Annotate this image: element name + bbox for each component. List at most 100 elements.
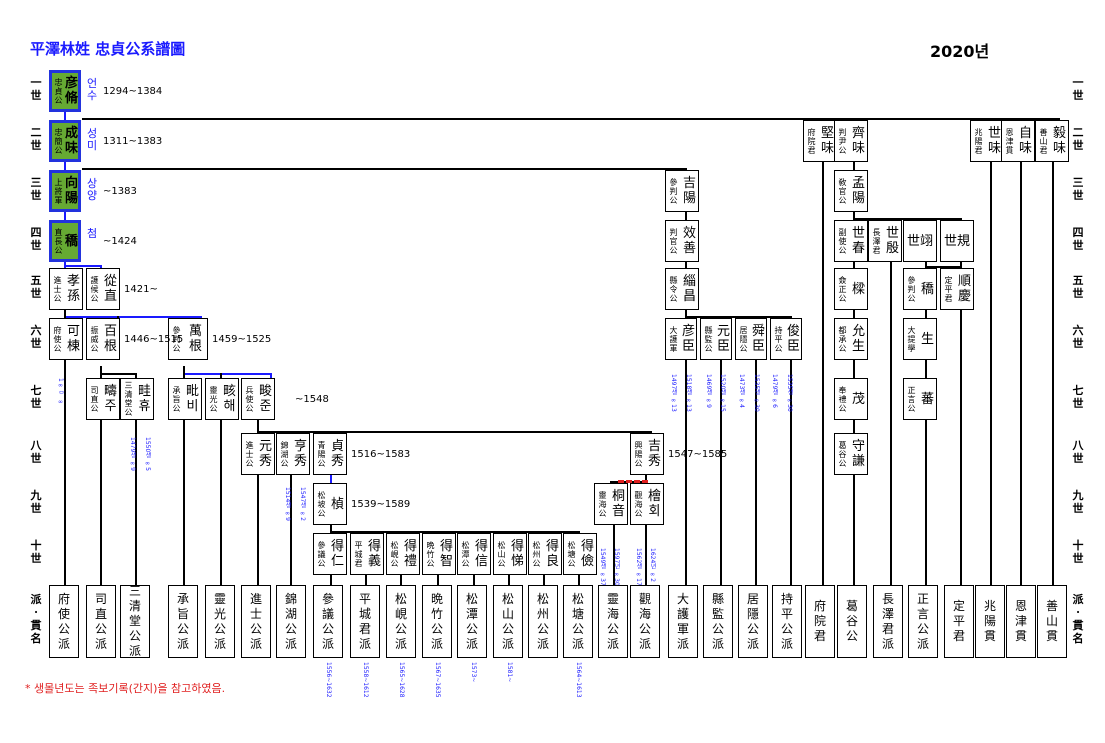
branch-box[interactable]: 兆陽貫 <box>975 585 1005 658</box>
person-box[interactable]: 府院君堅味 <box>803 120 837 162</box>
branch-box[interactable]: 府院君 <box>805 585 835 658</box>
branch-box[interactable]: 定平君 <box>944 585 974 658</box>
branch-box[interactable]: 平城君派 <box>350 585 380 658</box>
branch-box[interactable]: 居隱公派 <box>738 585 768 658</box>
person-box[interactable]: 松坡公楨 <box>313 483 347 525</box>
person-name: 世殷 <box>885 226 899 256</box>
person-box[interactable]: 靈光公畡해 <box>205 378 239 420</box>
branch-box[interactable]: 司直公派 <box>86 585 116 658</box>
person-box[interactable]: 縣監公元臣 <box>700 318 732 360</box>
main-line-person[interactable]: 直長公穚 <box>49 220 81 262</box>
person-box[interactable]: 都承公允生 <box>834 318 868 360</box>
branch-box[interactable]: 承旨公派 <box>168 585 198 658</box>
branch-box[interactable]: 大護軍派 <box>668 585 698 658</box>
connector-line <box>257 420 259 433</box>
person-box[interactable]: 大提學生 <box>903 318 937 360</box>
person-box[interactable]: 松州公得良 <box>528 533 562 575</box>
person-box[interactable]: 葛谷公守謙 <box>834 433 868 475</box>
person-box[interactable]: 進士公元秀 <box>241 433 275 475</box>
branch-box[interactable]: 靈光公派 <box>205 585 235 658</box>
branch-box[interactable]: 靈海公派 <box>598 585 628 658</box>
branch-box[interactable]: 葛谷公 <box>837 585 867 658</box>
person-box[interactable]: 參議公得仁 <box>313 533 347 575</box>
branch-box[interactable]: 長澤君派 <box>873 585 903 658</box>
person-box[interactable]: 奉禮公茂 <box>834 378 868 420</box>
connector-line <box>365 575 367 585</box>
person-box[interactable]: 善山君毅味 <box>1035 120 1069 162</box>
person-box[interactable]: 松峴公得禮 <box>386 533 420 575</box>
person-box[interactable]: 兆陽君世味 <box>970 120 1004 162</box>
person-box[interactable]: 晩竹公得智 <box>422 533 456 575</box>
person-box[interactable]: 松潭公得信 <box>457 533 491 575</box>
life-years: 1446~1515 <box>124 334 184 345</box>
person-box[interactable]: 僉正公樑 <box>834 268 868 310</box>
person-box[interactable]: 青陽公貞秀 <box>313 433 347 475</box>
person-box[interactable]: 世翊 <box>903 220 937 262</box>
life-years: 1516~1583 <box>351 449 411 460</box>
person-name: 齊味 <box>851 126 865 156</box>
branch-box[interactable]: 松峴公派 <box>386 585 416 658</box>
person-box[interactable]: 大護軍彦臣 <box>665 318 697 360</box>
branch-box[interactable]: 錦湖公派 <box>276 585 306 658</box>
person-title: 長澤君 <box>872 227 881 255</box>
person-box[interactable]: 三清堂公畦휴 <box>120 378 154 420</box>
person-box[interactable]: 平城君得義 <box>350 533 384 575</box>
main-line-person[interactable]: 忠貞公彦脩 <box>49 70 81 112</box>
person-name: 亨秀 <box>293 439 307 469</box>
person-box[interactable]: 定平君順慶 <box>940 268 974 310</box>
person-name: 得智 <box>439 539 453 569</box>
person-box[interactable]: 護候公從直 <box>86 268 120 310</box>
branch-box[interactable]: 松州公派 <box>528 585 558 658</box>
branch-box[interactable]: 松潭公派 <box>457 585 487 658</box>
person-box[interactable]: 判官公效善 <box>665 220 699 262</box>
person-box[interactable]: 參判公萬根 <box>168 318 208 360</box>
person-box[interactable]: 長澤君世殷 <box>868 220 902 262</box>
person-box[interactable]: 府使公可棟 <box>49 318 83 360</box>
branch-box[interactable]: 晩竹公派 <box>422 585 452 658</box>
person-box[interactable]: 縣令公緇昌 <box>665 268 699 310</box>
main-line-person[interactable]: 忠簡公成味 <box>49 120 81 162</box>
person-box[interactable]: 松山公得悌 <box>493 533 527 575</box>
person-box[interactable]: 松塘公得儉 <box>563 533 597 575</box>
branch-box[interactable]: 參議公派 <box>313 585 343 658</box>
person-title: 松峴公 <box>390 540 399 568</box>
branch-box[interactable]: 松山公派 <box>493 585 523 658</box>
person-box[interactable]: 參判公吉陽 <box>665 170 699 212</box>
branch-box[interactable]: 三清堂公派 <box>120 584 150 658</box>
connector-line <box>508 575 510 585</box>
person-name: 百根 <box>103 324 117 354</box>
branch-box[interactable]: 善山貫 <box>1037 585 1067 658</box>
person-box[interactable]: 持平公俊臣 <box>770 318 802 360</box>
branch-box[interactable]: 松塘公派 <box>563 585 593 658</box>
person-title: 上將軍 <box>54 177 63 205</box>
person-box[interactable]: 錦湖公亨秀 <box>276 433 310 475</box>
person-box[interactable]: 參判公穚 <box>903 268 937 310</box>
branch-box[interactable]: 恩津貫 <box>1006 585 1036 658</box>
person-box[interactable]: 判尹公齊味 <box>834 120 868 162</box>
person-box[interactable]: 恩津貫自味 <box>1001 120 1035 162</box>
branch-box[interactable]: 持平公派 <box>772 585 802 658</box>
person-box[interactable]: 居隱公舜臣 <box>735 318 767 360</box>
connector-line <box>960 310 962 585</box>
person-box[interactable]: 興陽公吉秀 <box>630 433 664 475</box>
person-box[interactable]: 振威公百根 <box>86 318 120 360</box>
branch-box[interactable]: 正言公派 <box>908 585 938 658</box>
person-box[interactable]: 進士公孝孫 <box>49 268 83 310</box>
person-box[interactable]: 觀海公檜회 <box>630 483 664 525</box>
branch-name: 長澤君派 <box>881 591 894 651</box>
person-box[interactable]: 敎官公孟陽 <box>834 170 868 212</box>
branch-box[interactable]: 進士公派 <box>241 585 271 658</box>
person-title: 振威公 <box>90 325 99 353</box>
person-box[interactable]: 正言公蕃 <box>903 378 937 420</box>
person-name: 樑 <box>851 281 865 297</box>
person-box[interactable]: 司直公疇주 <box>86 378 120 420</box>
branch-box[interactable]: 府使公派 <box>49 585 79 658</box>
person-box[interactable]: 副使公世春 <box>834 220 868 262</box>
person-box[interactable]: 兵使公畯준 <box>241 378 275 420</box>
person-box[interactable]: 承旨公毗비 <box>168 378 202 420</box>
person-box[interactable]: 世規 <box>940 220 974 262</box>
main-line-person[interactable]: 上將軍向陽 <box>49 170 81 212</box>
branch-box[interactable]: 縣監公派 <box>703 585 733 658</box>
person-box[interactable]: 靈海公桐音 <box>594 483 628 525</box>
branch-box[interactable]: 觀海公派 <box>630 585 660 658</box>
